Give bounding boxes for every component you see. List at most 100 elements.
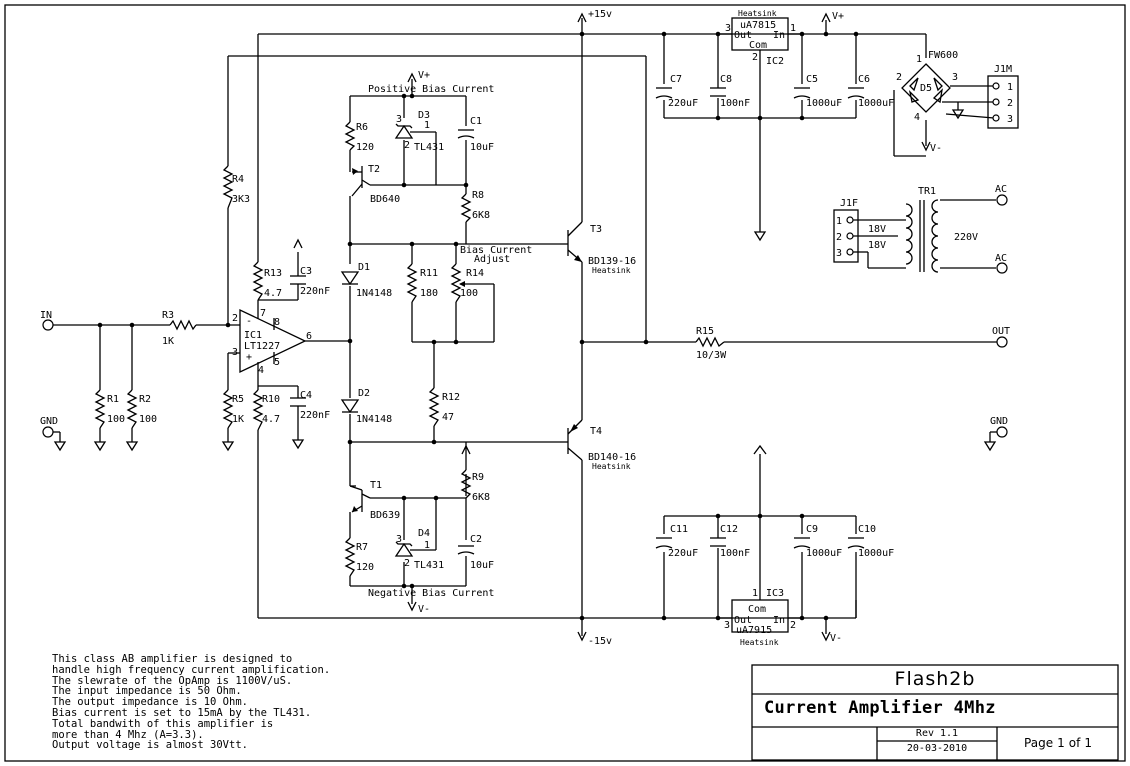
r15-ref: R15 xyxy=(696,326,714,337)
title-block-revision: Rev 1.1 xyxy=(915,728,959,739)
c9-ref: C9 xyxy=(806,524,818,535)
port-gnd-left-label: GND xyxy=(40,416,58,427)
r1-ref: R1 xyxy=(107,394,119,405)
d4-pin-1: 1 xyxy=(424,540,430,551)
pin-3: 3 xyxy=(232,347,238,358)
tr1-sec2: 18V xyxy=(868,240,886,251)
rail-vminus-label-bottom: V- xyxy=(830,633,842,644)
bridge-pin-3: 3 xyxy=(952,72,958,83)
pin-8: 8 xyxy=(274,317,280,328)
pin-2: 2 xyxy=(232,313,238,324)
r7-val: 120 xyxy=(356,562,374,573)
r6-val: 120 xyxy=(356,142,374,153)
c11-val: 220uF xyxy=(668,548,698,559)
d1-type: 1N4148 xyxy=(356,288,392,299)
resistor-symbols xyxy=(94,121,725,577)
j1m-pin-2: 2 xyxy=(1007,98,1013,109)
regulator-symbols xyxy=(718,17,802,633)
t2-type: BD640 xyxy=(370,194,400,205)
diode-symbols xyxy=(340,123,437,557)
t2-ref: T2 xyxy=(368,164,380,175)
labels: +15v -15v V+ V+ V- V- V- IN OUT GND GND … xyxy=(40,9,1013,647)
c6-val: 1000uF xyxy=(858,98,894,109)
t3-type: BD139-16 xyxy=(588,256,636,267)
rail-vminus-label-bridge: V- xyxy=(930,143,942,154)
ic3-heatsink: Heatsink xyxy=(740,638,779,647)
port-ac-bottom-label: AC xyxy=(995,253,1007,264)
capacitor-symbols xyxy=(290,87,865,555)
description-line: Total bandwith of this amplifier is xyxy=(52,717,274,730)
c6-ref: C6 xyxy=(858,74,870,85)
d3-pin-1: 1 xyxy=(424,120,430,131)
r12-ref: R12 xyxy=(442,392,460,403)
ic2-heatsink: Heatsink xyxy=(738,9,777,18)
c3-val: 220nF xyxy=(300,286,330,297)
t4-ref: T4 xyxy=(590,426,602,437)
ic3-com: Com xyxy=(748,604,766,615)
r15-val: 10/3W xyxy=(696,350,727,361)
r8-ref: R8 xyxy=(472,190,484,201)
r14-ref: R14 xyxy=(466,268,484,279)
c5-ref: C5 xyxy=(806,74,818,85)
description-line: The output impedance is 10 Ohm. xyxy=(52,696,248,709)
ic3-pin-1: 1 xyxy=(752,588,758,599)
port-in-label: IN xyxy=(40,310,52,321)
tr1-sec1: 18V xyxy=(868,224,886,235)
bias-positive-label: Positive Bias Current xyxy=(368,84,494,95)
rail-vplus-label-top: V+ xyxy=(832,11,844,22)
j1m-pin-3: 3 xyxy=(1007,114,1013,125)
title-block-company: Flash2b xyxy=(894,668,976,690)
j1f-ref: J1F xyxy=(840,198,858,209)
ic2-out: Out xyxy=(734,30,752,41)
title-block-date: 20-03-2010 xyxy=(906,743,968,754)
title-block-frame xyxy=(751,664,1119,761)
ic3-pin-3: 3 xyxy=(724,620,730,631)
r4-val: 3K3 xyxy=(232,194,250,205)
d3-pin-2: 2 xyxy=(404,140,410,151)
description-line: Output voltage is almost 30Vtt. xyxy=(52,739,248,752)
r14-val: 100 xyxy=(460,288,478,299)
j1m-ref: J1M xyxy=(994,64,1012,75)
ic1-type: LT1227 xyxy=(244,341,280,352)
ic2-ref: IC2 xyxy=(766,56,784,67)
r11-ref: R11 xyxy=(420,268,438,279)
ic2-pin-1: 1 xyxy=(790,23,796,34)
t4-heatsink: Heatsink xyxy=(592,462,631,471)
d4-ref: D4 xyxy=(418,528,430,539)
j1f-pin-1: 1 xyxy=(836,216,842,227)
rail-neg15-label: -15v xyxy=(588,636,612,647)
r11-val: 180 xyxy=(420,288,438,299)
r3-val: 1K xyxy=(162,336,174,347)
ic3-type: uA7915 xyxy=(736,625,772,636)
c9-val: 1000uF xyxy=(806,548,842,559)
transistor-symbols xyxy=(349,166,583,513)
bridge-type: FW600 xyxy=(928,50,958,61)
page-of: of xyxy=(1068,736,1081,750)
bias-adjust-label-1: Bias Current xyxy=(460,245,532,256)
bias-adjust-label-2: Adjust xyxy=(474,254,510,265)
c4-ref: C4 xyxy=(300,390,312,401)
pin-7: 7 xyxy=(260,308,266,319)
c10-ref: C10 xyxy=(858,524,876,535)
rail-vminus-label-bias: V- xyxy=(418,604,430,615)
bridge-pin-4: 4 xyxy=(914,112,920,123)
opamp-plus: + xyxy=(246,352,252,363)
j1f-pin-3: 3 xyxy=(836,248,842,259)
c10-val: 1000uF xyxy=(858,548,894,559)
d3-ref: D3 xyxy=(418,110,430,121)
r13-ref: R13 xyxy=(264,268,282,279)
ic2-type: uA7815 xyxy=(740,20,776,31)
description-line: The input impedance is 50 Ohm. xyxy=(52,685,242,698)
c12-ref: C12 xyxy=(720,524,738,535)
bridge-ref: D5 xyxy=(920,83,932,94)
bias-negative-label: Negative Bias Current xyxy=(368,588,494,599)
r9-ref: R9 xyxy=(472,472,484,483)
sheet-border xyxy=(4,4,1126,762)
r8-val: 6K8 xyxy=(472,210,490,221)
page-total: 1 xyxy=(1084,736,1092,750)
description-line: more than 4 Mhz (A=3.3). xyxy=(52,728,204,741)
c5-val: 1000uF xyxy=(806,98,842,109)
port-ac-top-label: AC xyxy=(995,184,1007,195)
